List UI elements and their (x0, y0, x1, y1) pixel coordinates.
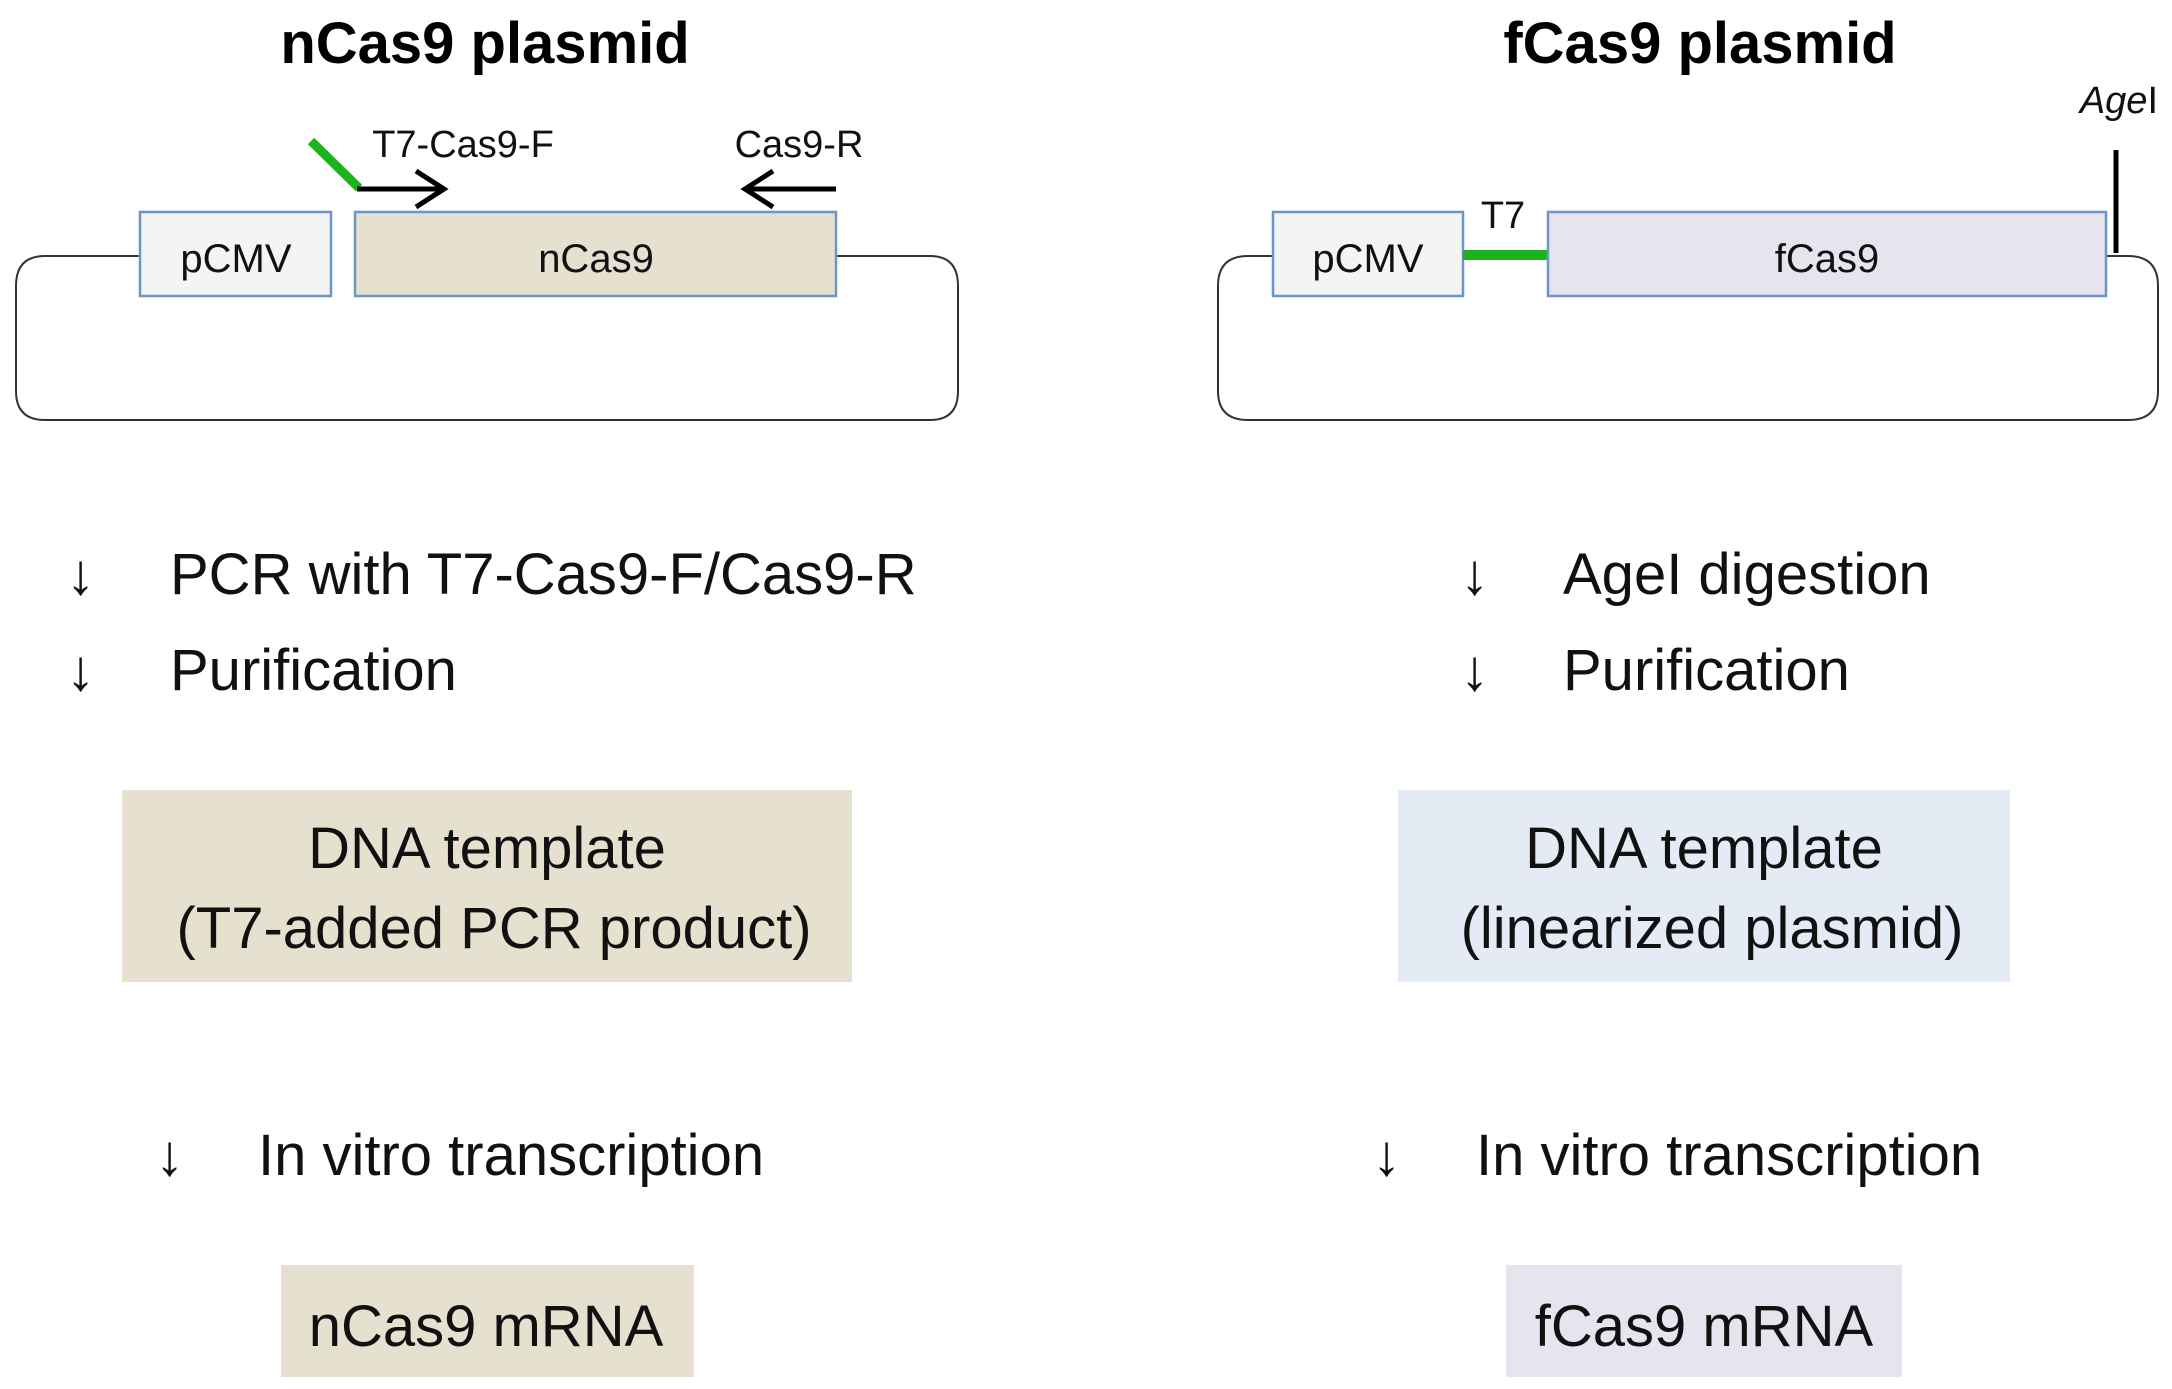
left-plasmid-backbone (15, 255, 959, 421)
agei-site-label: AgeI (2078, 80, 2158, 122)
reverse-primer-label: Cas9-R (735, 124, 864, 166)
left-transcription-arrow: ↓ (155, 1123, 184, 1188)
right-pcmv-box (1271, 210, 1465, 298)
right-step-arrow-2: ↓ (1460, 638, 1489, 703)
right-mrna-box (1506, 1265, 1902, 1377)
right-step-purification: Purification (1563, 638, 1850, 703)
agei-site-italic: Age (2078, 80, 2148, 122)
left-step-pcr: PCR with T7-Cas9-F/Cas9-R (170, 542, 917, 607)
left-panel-title: nCas9 plasmid (280, 11, 689, 76)
left-transcription-step: In vitro transcription (258, 1123, 764, 1188)
right-transcription-step: In vitro transcription (1476, 1123, 1982, 1188)
right-transcription-arrow: ↓ (1372, 1123, 1401, 1188)
left-pcmv-box (138, 210, 333, 298)
t7-tail-green (307, 137, 363, 192)
forward-primer-label: T7-Cas9-F (372, 124, 554, 166)
left-step-purification: Purification (170, 638, 457, 703)
forward-primer-arrow (357, 168, 449, 210)
right-fcas9-label: fCas9 (1775, 237, 1880, 281)
left-mrna-box (281, 1265, 694, 1377)
left-ncas9-box (353, 210, 838, 298)
right-mrna-label: fCas9 mRNA (1535, 1294, 1874, 1359)
right-plasmid-backbone (1217, 255, 2159, 421)
right-template-line2: (linearized plasmid) (1461, 896, 1964, 961)
right-pcmv-label: pCMV (1312, 237, 1423, 281)
left-pcmv-label: pCMV (180, 237, 291, 281)
right-step-digestion: AgeI digestion (1563, 542, 1931, 607)
left-template-box (122, 790, 852, 982)
left-step-arrow-2: ↓ (66, 638, 95, 703)
t7-label: T7 (1481, 195, 1525, 237)
right-fcas9-box (1546, 210, 2108, 298)
agei-site-roman: I (2147, 80, 2158, 122)
left-template-line1: DNA template (308, 816, 666, 881)
left-mrna-label: nCas9 mRNA (309, 1294, 664, 1359)
right-panel-fcas9: fCas9 plasmid pCMV T7 fCas9 AgeI ↓ AgeI … (1217, 11, 2159, 1377)
left-panel-ncas9: nCas9 plasmid pCMV nCas9 T7-Cas9-F Cas9-… (15, 11, 959, 1377)
right-template-box (1398, 790, 2010, 982)
left-step-arrow-1: ↓ (66, 542, 95, 607)
left-template-line2: (T7-added PCR product) (176, 896, 811, 961)
right-step-arrow-1: ↓ (1460, 542, 1489, 607)
right-template-line1: DNA template (1525, 816, 1883, 881)
left-ncas9-label: nCas9 (538, 237, 654, 281)
right-panel-title: fCas9 plasmid (1503, 11, 1896, 76)
reverse-primer-arrow (740, 168, 836, 210)
